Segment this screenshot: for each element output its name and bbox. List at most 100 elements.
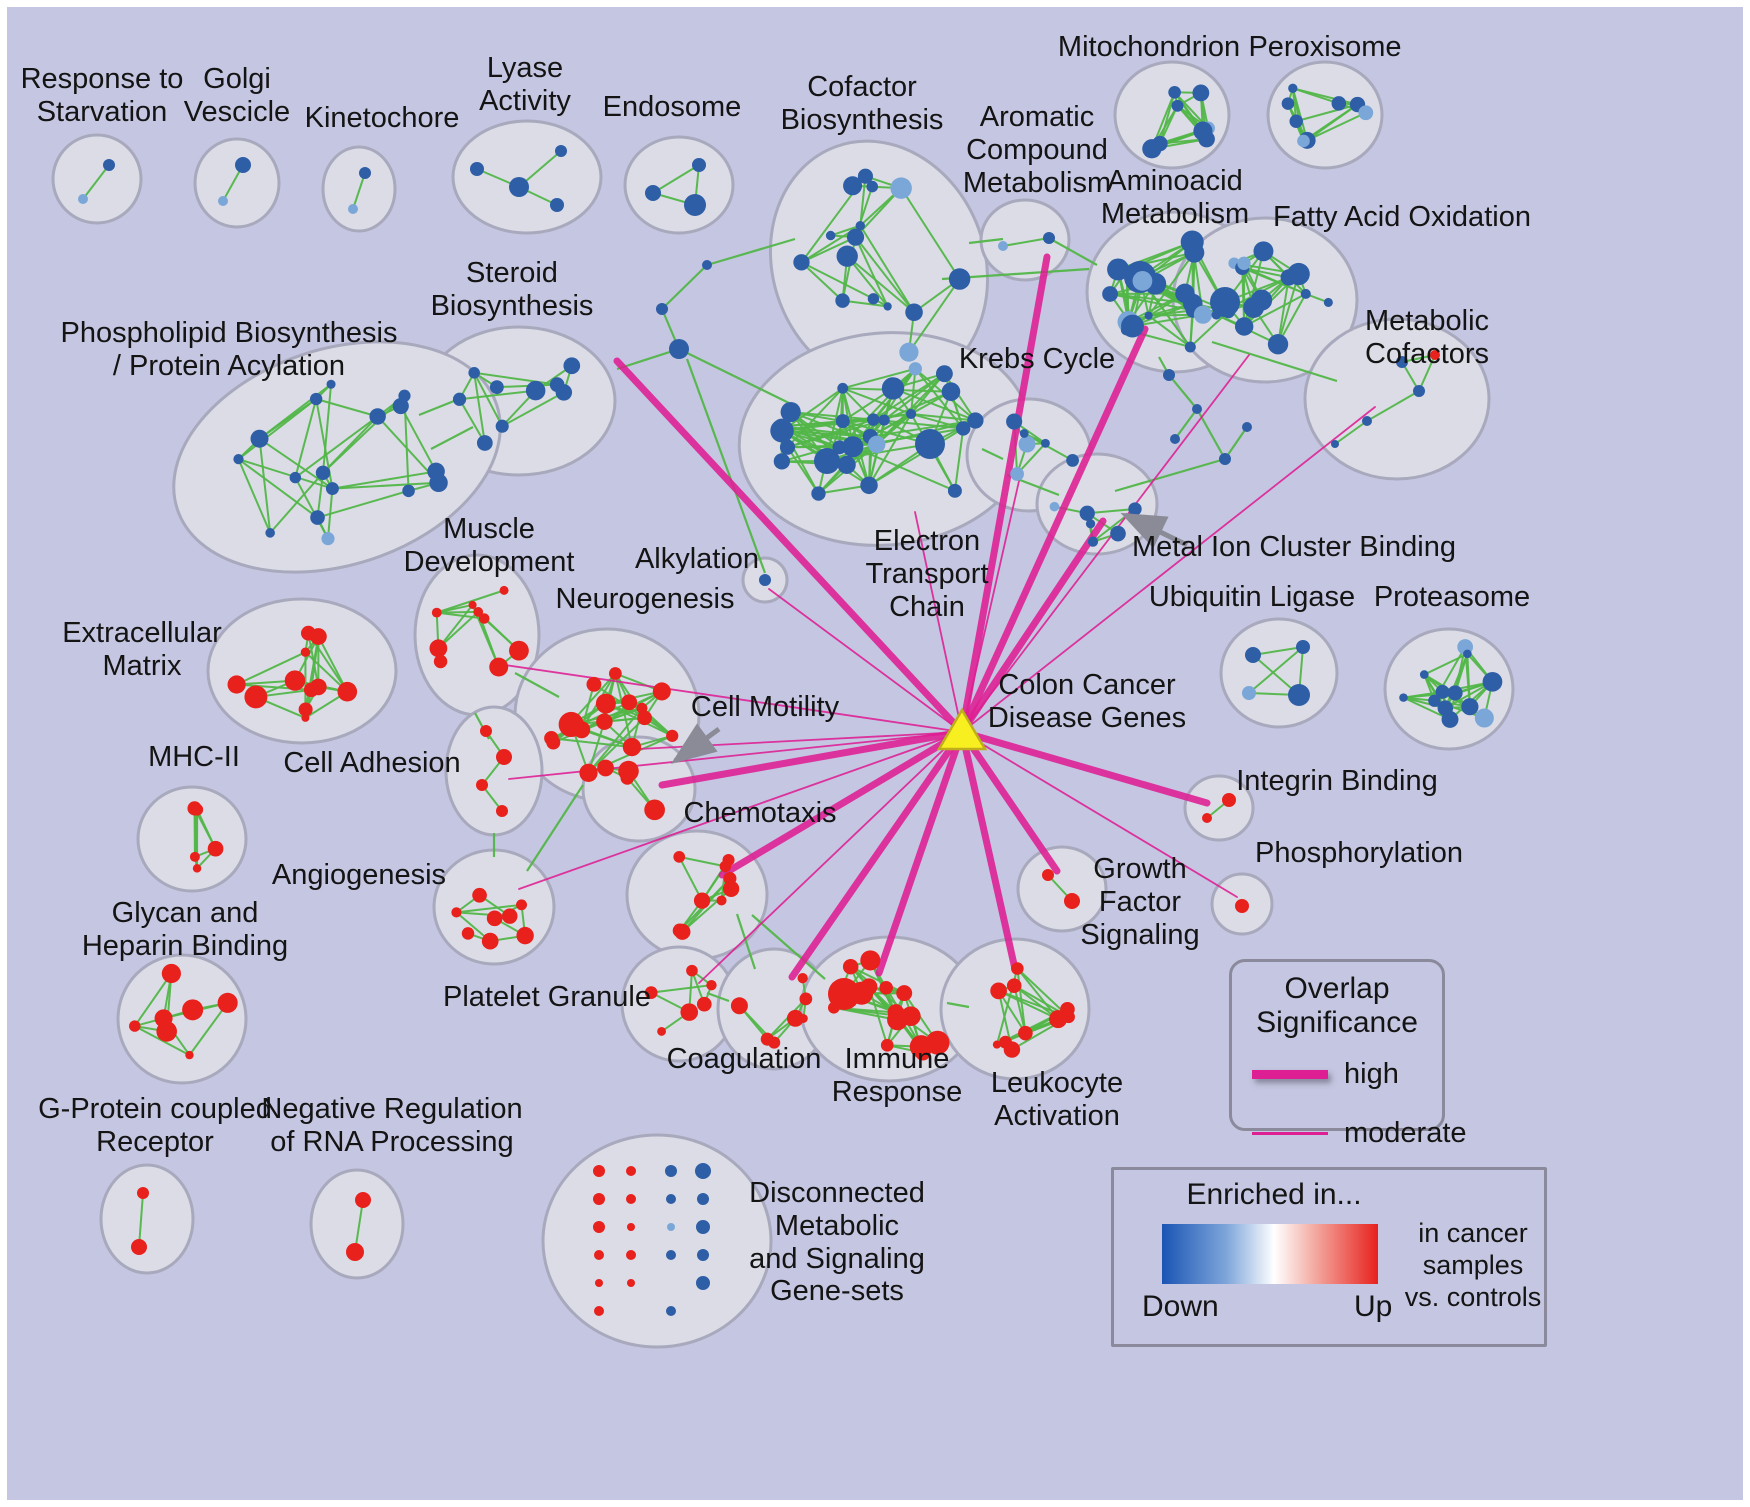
- cluster-ellipse-negative-regulation-rna-processing: [309, 1168, 405, 1280]
- gene-set-node: [499, 585, 509, 595]
- overlap-edge: [998, 989, 1059, 1021]
- gene-set-node: [325, 482, 339, 496]
- gene-set-node: [1163, 369, 1175, 381]
- overlap-edge: [258, 398, 317, 440]
- overlap-edge: [908, 278, 961, 353]
- cluster-label-golgi-vescicle: Golgi Vescicle: [183, 63, 291, 128]
- cluster-label-proteasome: Proteasome: [1373, 581, 1531, 613]
- gene-set-node: [1288, 684, 1310, 706]
- gene-set-node: [1358, 105, 1374, 121]
- gene-set-node: [429, 639, 448, 658]
- overlap-edge: [458, 398, 486, 444]
- gene-set-node: [1085, 519, 1096, 529]
- cluster-ellipse-metabolic-cofactors: [1303, 317, 1491, 481]
- gene-set-node: [1040, 438, 1050, 448]
- gene-set-node: [811, 486, 826, 501]
- inter-cluster-overlap-edge: [1046, 236, 1098, 266]
- cluster-label-integrin-binding: Integrin Binding: [1236, 765, 1438, 797]
- overlap-edge: [436, 589, 505, 614]
- inter-cluster-overlap-edge: [661, 264, 708, 310]
- gene-set-node: [645, 185, 661, 201]
- gene-set-node: [626, 1250, 636, 1260]
- gene-set-node: [137, 1187, 149, 1199]
- gene-set-node: [558, 711, 584, 738]
- gene-set-node: [998, 241, 1008, 251]
- overlap-edge: [766, 998, 807, 1040]
- cluster-label-muscle-development: Muscle Development: [403, 513, 575, 578]
- hub-label-colon-cancer-disease-genes: Colon Cancer Disease Genes: [987, 669, 1187, 734]
- gene-set-node: [878, 414, 890, 426]
- overlap-edge: [459, 389, 536, 401]
- gene-set-node: [722, 880, 740, 897]
- gene-set-node: [608, 667, 622, 680]
- gene-set-node: [189, 851, 200, 862]
- gene-set-node: [185, 1050, 194, 1060]
- gene-set-node: [905, 303, 923, 322]
- gene-set-node: [1222, 793, 1236, 807]
- gene-set-node: [1435, 684, 1450, 699]
- overlap-edge: [1292, 87, 1340, 105]
- gene-set-node: [759, 574, 771, 586]
- gene-set-node: [696, 1220, 710, 1234]
- inter-cluster-overlap-edge: [1174, 408, 1198, 440]
- gene-set-node: [244, 685, 268, 709]
- gene-set-node: [696, 996, 712, 1012]
- gene-set-node: [1198, 130, 1215, 148]
- gene-set-node: [298, 702, 313, 717]
- gene-set-node: [207, 840, 224, 857]
- inter-cluster-overlap-edge: [1224, 426, 1248, 460]
- overlap-edge: [352, 172, 366, 210]
- gene-set-node: [627, 1279, 635, 1287]
- gene-set-node: [935, 365, 953, 383]
- gene-set-node: [835, 414, 850, 429]
- gene-set-node: [301, 713, 310, 722]
- disease-association-edge-moderate-phosphorylation: [961, 731, 1238, 898]
- overlap-edge: [501, 391, 565, 428]
- gene-set-node: [850, 981, 874, 1005]
- gene-set-node: [300, 625, 316, 641]
- gene-set-node: [489, 657, 509, 677]
- gene-set-node: [760, 1032, 774, 1046]
- gene-set-node: [346, 1243, 364, 1261]
- gene-set-node: [433, 654, 448, 669]
- gene-set-node: [470, 162, 484, 176]
- gene-set-node: [468, 367, 480, 379]
- gene-set-node: [779, 439, 796, 455]
- disease-association-edge-moderate-metabolic-cofactors: [961, 406, 1376, 733]
- cluster-label-coagulation: Coagulation: [666, 1043, 822, 1075]
- gene-set-node: [495, 419, 509, 433]
- disease-association-edge-moderate-alkylation: [768, 588, 963, 733]
- inter-cluster-overlap-edge: [946, 1001, 970, 1009]
- gene-set-node: [1192, 84, 1210, 102]
- overlap-edge: [869, 413, 912, 438]
- disease-association-edge-moderate-muscle-development: [504, 664, 963, 733]
- overlap-edge: [316, 472, 325, 518]
- gene-set-node: [1242, 686, 1256, 700]
- cluster-label-mitochondrion: Mitochondrion: [1057, 31, 1241, 63]
- gene-set-node: [1128, 502, 1142, 516]
- inter-cluster-overlap-edge: [981, 448, 1004, 460]
- gene-set-node: [1168, 85, 1181, 99]
- gene-set-node: [431, 607, 442, 618]
- up-regulated-label: Up: [1354, 1290, 1393, 1323]
- inter-cluster-overlap-edge: [706, 991, 730, 1003]
- cluster-label-platelet-granule: Platelet Granule: [443, 981, 651, 1013]
- cluster-label-angiogenesis: Angiogenesis: [271, 859, 447, 891]
- overlap-edge: [133, 972, 173, 1027]
- gene-set-node: [716, 895, 727, 906]
- moderate-significance-line-sample: [1252, 1132, 1328, 1136]
- cluster-label-response-to-starvation: Response to Starvation: [20, 63, 184, 128]
- gene-set-node: [473, 607, 484, 617]
- gene-set-node: [489, 380, 504, 395]
- gene-set-node: [1474, 708, 1494, 728]
- overlap-edge: [830, 224, 861, 237]
- overlap-edge: [854, 236, 915, 313]
- overlap-edge: [842, 299, 888, 308]
- down-regulated-label: Down: [1142, 1290, 1219, 1323]
- overlap-edge: [138, 1192, 144, 1248]
- gene-set-node: [797, 972, 808, 984]
- gene-set-node: [672, 923, 687, 938]
- gene-set-node: [103, 159, 115, 171]
- gene-set-node: [78, 194, 88, 204]
- gene-set-node: [369, 408, 386, 425]
